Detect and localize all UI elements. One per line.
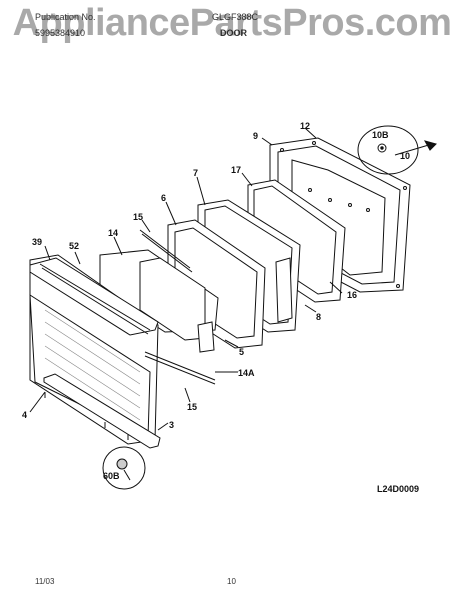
- publication-label: Publication No.: [35, 12, 96, 22]
- diagram-code: L24D0009: [377, 484, 420, 494]
- part-label-9: 9: [253, 131, 259, 141]
- part-label-17: 17: [231, 165, 242, 175]
- part-label-52: 52: [69, 241, 80, 251]
- part-label-60b: 60B: [103, 471, 120, 481]
- hinge: [394, 143, 433, 156]
- part-label-6: 6: [161, 193, 167, 203]
- part-label-12: 12: [300, 121, 311, 131]
- part-label-14a: 14A: [238, 368, 255, 378]
- part-label-8: 8: [316, 312, 322, 322]
- part-label-3: 3: [169, 420, 175, 430]
- publication-number: 5995384910: [35, 28, 86, 38]
- part-label-10: 10: [400, 151, 411, 161]
- part-label-39: 39: [32, 237, 43, 247]
- part-label-15-top: 15: [133, 212, 144, 222]
- part-label-5: 5: [239, 347, 245, 357]
- footer-date: 11/03: [35, 577, 55, 586]
- part-label-15-bottom: 15: [187, 402, 198, 412]
- part-label-16: 16: [347, 290, 358, 300]
- bottom-trim: [43, 373, 161, 449]
- part-label-7: 7: [193, 168, 199, 178]
- glass-spacer: [275, 257, 293, 323]
- footer-page-number: 10: [227, 577, 236, 586]
- section-title: DOOR: [220, 28, 247, 38]
- part-label-10b: 10B: [372, 130, 389, 140]
- screw-60b: [102, 446, 146, 490]
- screw-10b: [377, 143, 387, 153]
- small-plate: [197, 321, 215, 353]
- part-label-4: 4: [22, 410, 28, 420]
- part-label-14: 14: [108, 228, 119, 238]
- model-number: GLGF388C: [212, 12, 259, 22]
